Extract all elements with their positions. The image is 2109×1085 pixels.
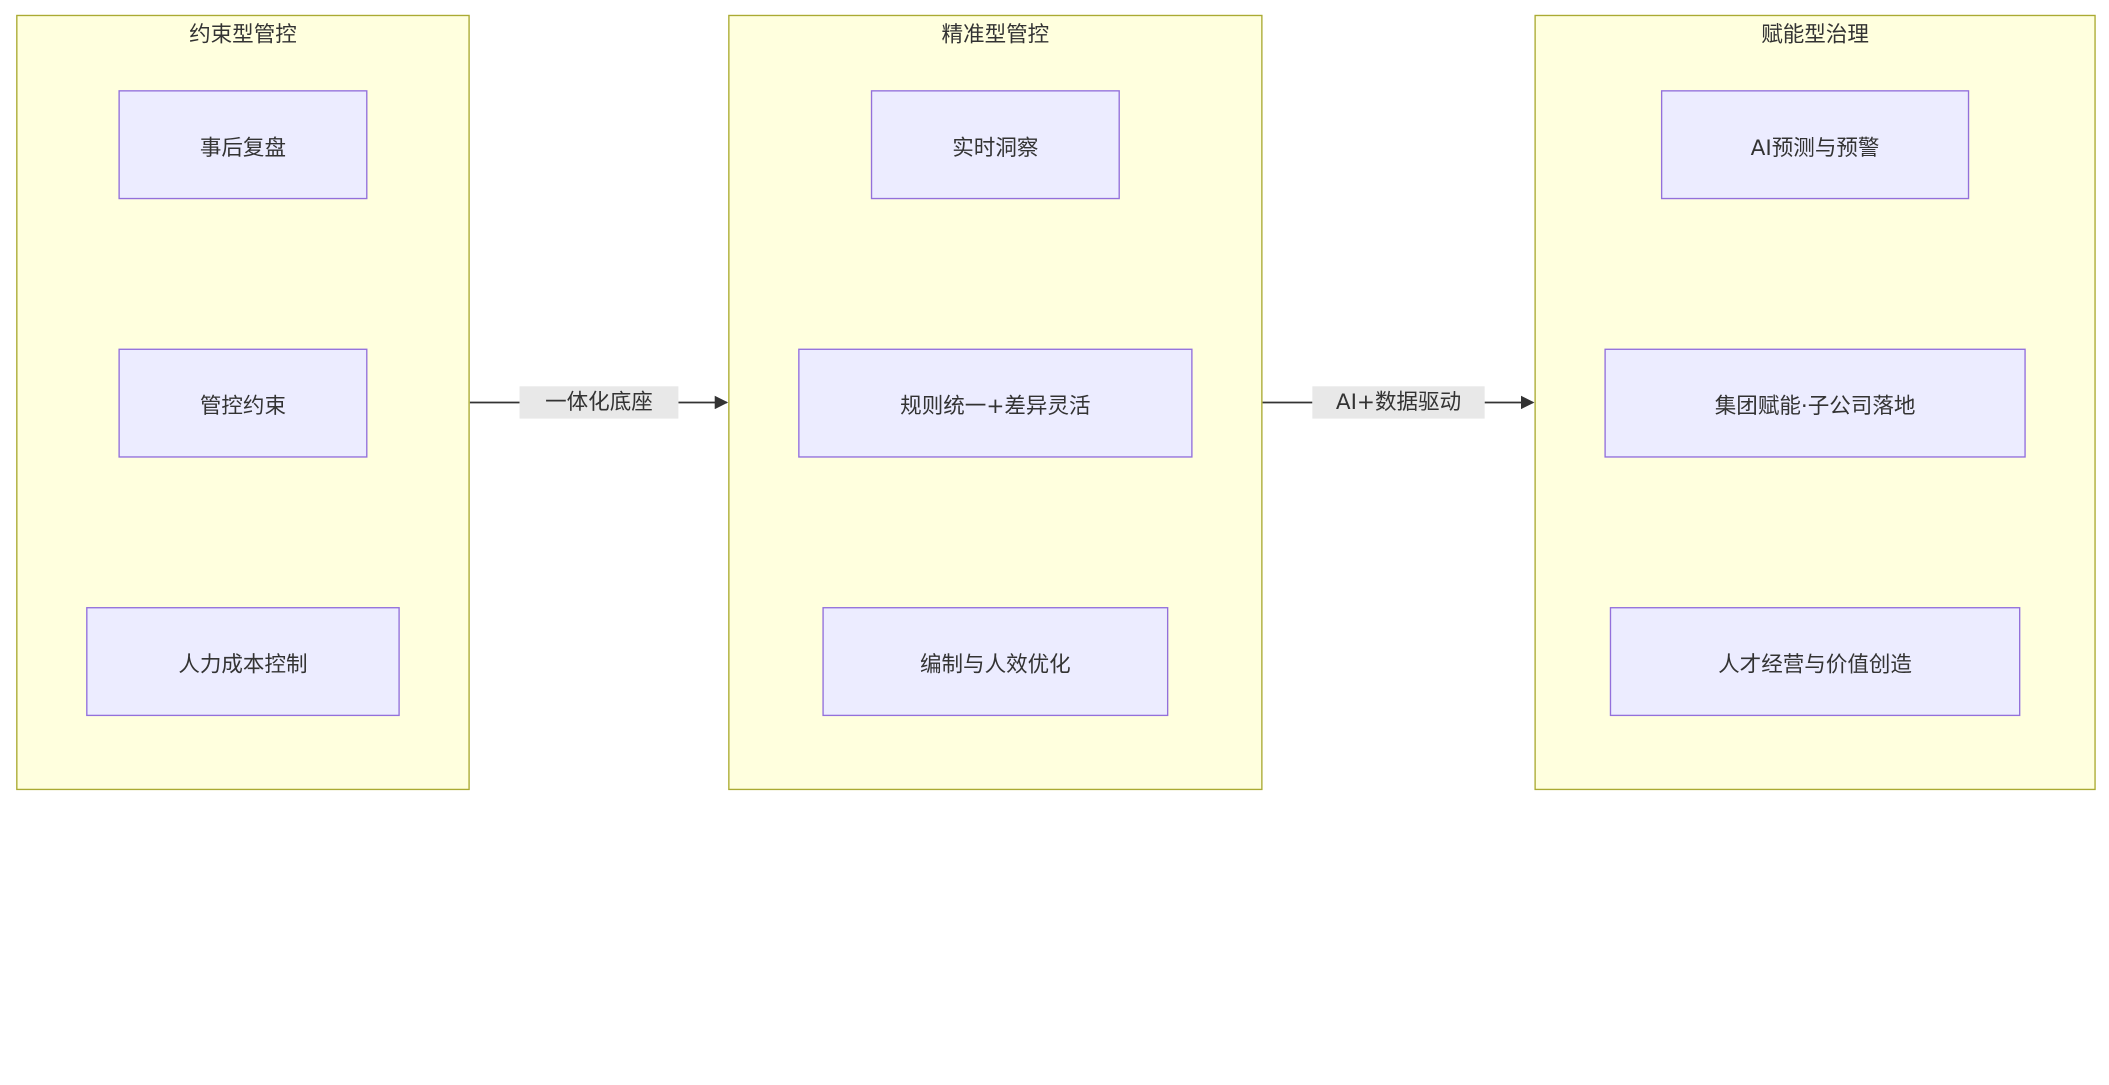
cluster-title: 精准型管控: [941, 21, 1050, 48]
node-realtime-insight: 实时洞察: [870, 90, 1120, 200]
node-control-constraint: 管控约束: [118, 348, 368, 458]
edge-label-ai-data-driven: AI+数据驱动: [1312, 386, 1485, 419]
node-staffing-efficiency: 编制与人效优化: [822, 607, 1169, 717]
node-labor-cost-control: 人力成本控制: [86, 607, 400, 717]
cluster-title: 约束型管控: [189, 21, 297, 48]
node-post-review: 事后复盘: [118, 90, 368, 200]
node-unified-rules: 规则统一+差异灵活: [798, 348, 1193, 458]
node-talent-value: 人才经营与价值创造: [1609, 607, 2021, 717]
edge-label-integrated-base: 一体化底座: [519, 386, 679, 419]
cluster-title: 赋能型治理: [1761, 21, 1869, 48]
node-ai-forecast: AI预测与预警: [1660, 90, 1970, 200]
node-group-empowerment: 集团赋能·子公司落地: [1604, 348, 2026, 458]
